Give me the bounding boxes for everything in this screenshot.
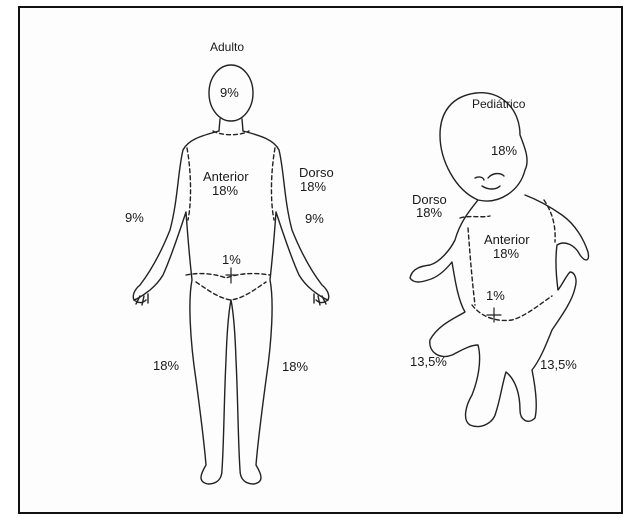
child-title: Pediátrico <box>472 97 525 111</box>
child-waist-dash <box>472 296 552 320</box>
child-right-leg-value: 13,5% <box>540 358 577 372</box>
adult-right-arm-value: 9% <box>305 212 324 226</box>
adult-head-value: 9% <box>220 86 239 100</box>
adult-waist-dash <box>186 274 270 278</box>
adult-anterior-value: 18% <box>212 184 238 198</box>
child-head-value: 18% <box>491 144 517 158</box>
adult-genital-value: 1% <box>222 253 241 267</box>
adult-anterior-label: Anterior <box>203 170 249 184</box>
adult-title: Adulto <box>210 40 244 54</box>
adult-left-arm-value: 9% <box>125 211 144 225</box>
child-anterior-value: 18% <box>493 247 519 261</box>
adult-left-shoulder-dash <box>187 148 191 220</box>
adult-dorso-value: 18% <box>300 180 326 194</box>
child-dorso-value: 18% <box>416 206 442 220</box>
adult-dorso-label: Dorso <box>299 166 334 180</box>
child-left-body-dash <box>468 228 475 305</box>
adult-left-leg-value: 18% <box>153 359 179 373</box>
child-anterior-label: Anterior <box>484 233 530 247</box>
adult-figure <box>133 65 329 484</box>
child-left-leg-value: 13,5% <box>410 355 447 369</box>
child-genital-value: 1% <box>486 289 505 303</box>
adult-right-leg-value: 18% <box>282 360 308 374</box>
